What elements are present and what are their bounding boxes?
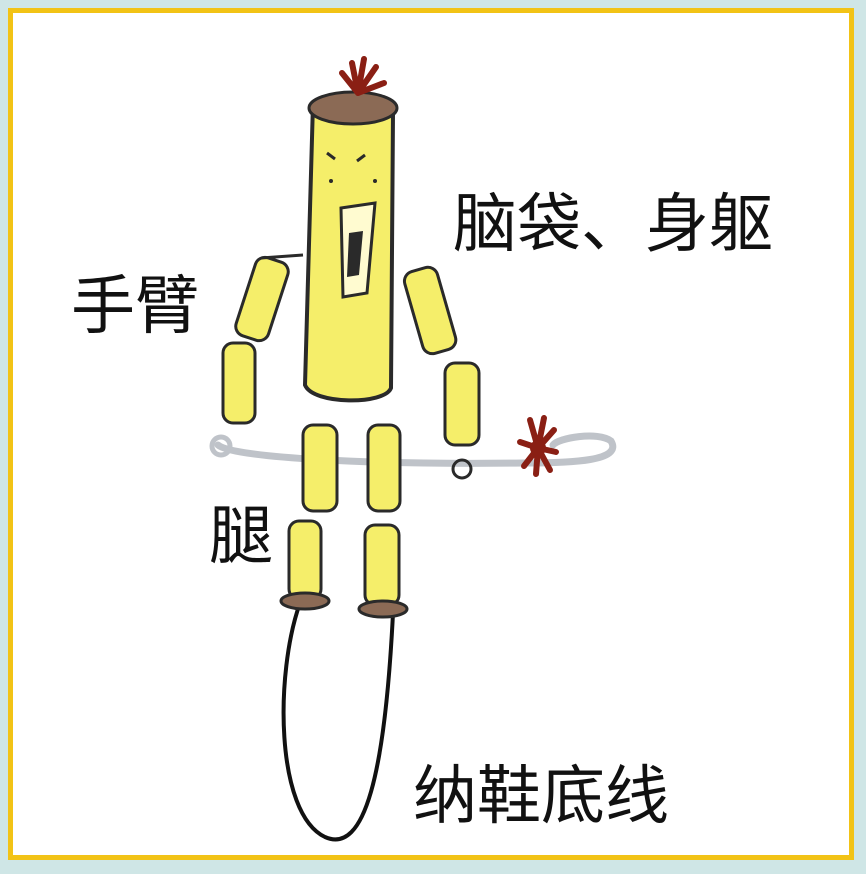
label-thread: 纳鞋底线 xyxy=(413,760,669,834)
shoe-thread-loop xyxy=(281,602,395,842)
label-head-body: 脑袋、身躯 xyxy=(453,188,773,262)
right-arm xyxy=(402,265,481,480)
tassel-right xyxy=(517,415,559,477)
legs xyxy=(279,423,409,619)
doll-body xyxy=(302,56,399,403)
string-puppet-illustration xyxy=(209,56,617,842)
picture-frame: 脑袋、身躯 手臂 腿 纳鞋底线 xyxy=(8,8,854,860)
horizontal-stick xyxy=(214,432,617,467)
label-arms: 手臂 xyxy=(71,270,199,344)
left-arm xyxy=(221,253,304,425)
label-legs: 腿 xyxy=(209,500,273,574)
